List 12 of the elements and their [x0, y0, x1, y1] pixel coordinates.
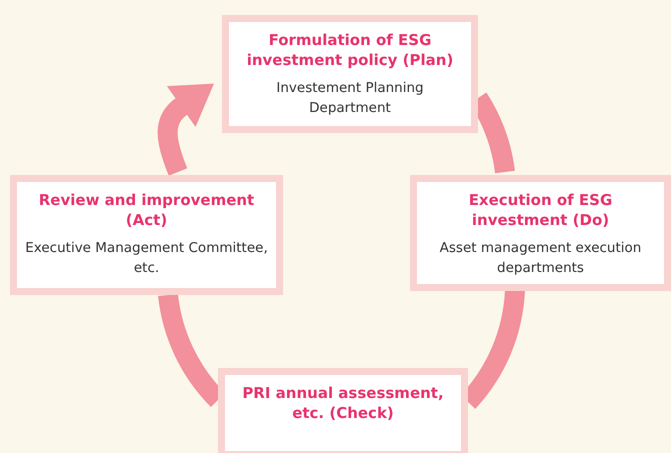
- stage-title: Formulation of ESG investment policy (Plan): [246, 30, 454, 70]
- stage-box: [222, 15, 478, 133]
- cycle-arrow: [158, 82, 212, 176]
- stage-owner: Asset management execution departments: [438, 239, 642, 278]
- stage-owner: Investement Planning Department: [275, 79, 425, 118]
- stage-box: [10, 175, 283, 295]
- stage-title: Review and improvement (Act): [38, 190, 256, 230]
- stage-box: [410, 175, 671, 291]
- stage-box: [218, 368, 468, 453]
- stage-title: PRI annual assessment, etc. (Check): [241, 383, 445, 423]
- stage-owner: Executive Management Committee, etc.: [24, 239, 269, 278]
- stage-title: Execution of ESG investment (Do): [468, 190, 614, 230]
